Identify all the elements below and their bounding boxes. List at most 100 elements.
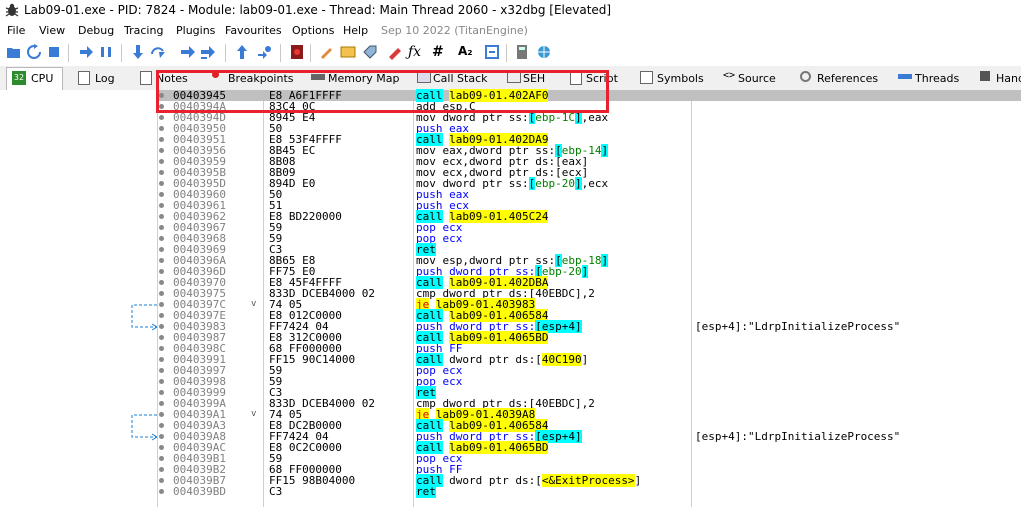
breakpoint-dot-icon[interactable] — [159, 467, 164, 472]
breakpoint-dot-icon[interactable] — [159, 324, 164, 329]
breakpoint-dot-icon[interactable] — [159, 214, 164, 219]
breakpoint-dot-icon[interactable] — [159, 269, 164, 274]
breakpoint-dot-icon[interactable] — [159, 126, 164, 131]
tab-threads[interactable]: Threads — [893, 68, 963, 88]
tab-log[interactable]: Log — [73, 68, 129, 88]
menu-file[interactable]: File — [7, 24, 26, 37]
tab-references[interactable]: References — [795, 68, 885, 88]
tab-script[interactable]: Script — [565, 68, 627, 88]
calls-icon[interactable] — [484, 44, 500, 60]
breakpoint-dot-icon[interactable] — [159, 159, 164, 164]
calculator-icon[interactable] — [514, 44, 530, 60]
breakpoint-dot-icon[interactable] — [159, 412, 164, 417]
breakpoint-dot-icon[interactable] — [159, 236, 164, 241]
breakpoint-dot-icon[interactable] — [159, 280, 164, 285]
menu-options[interactable]: Options — [292, 24, 335, 37]
trace-over-icon[interactable] — [200, 44, 216, 60]
tab-source[interactable]: <> Source — [723, 70, 776, 85]
breakpoint-dot-icon[interactable] — [159, 104, 164, 109]
trace-into-icon[interactable] — [180, 44, 196, 60]
breakpoint-dot-icon[interactable] — [159, 302, 164, 307]
tab-notes[interactable]: Notes — [135, 68, 193, 88]
breakpoint-dot-icon[interactable] — [159, 258, 164, 263]
menu-favourites[interactable]: Favourites — [225, 24, 282, 37]
tab-call-stack[interactable]: Call Stack — [412, 68, 492, 88]
breakpoint-dot-icon[interactable] — [159, 401, 164, 406]
stop-icon[interactable] — [46, 44, 62, 60]
menu-tracing[interactable]: Tracing — [124, 24, 164, 37]
tab-memory-map[interactable]: Memory Map — [306, 68, 399, 88]
breakpoint-dot-icon[interactable] — [159, 170, 164, 175]
tab-seh[interactable]: SEH — [502, 68, 554, 88]
breakpoint-dot-icon[interactable] — [159, 225, 164, 230]
breakpoint-dot-icon[interactable] — [159, 379, 164, 384]
pause-icon[interactable] — [98, 44, 114, 60]
run-icon[interactable] — [78, 44, 94, 60]
strings-icon[interactable]: A₂ — [458, 44, 473, 58]
function-icon[interactable]: ƒx — [408, 44, 422, 60]
hash-icon[interactable]: # — [432, 44, 444, 60]
run-to-user-code-icon[interactable] — [257, 44, 273, 60]
step-over-icon[interactable] — [150, 44, 166, 60]
breakpoint-dot-icon[interactable] — [159, 247, 164, 252]
breakpoint-dot-icon[interactable] — [159, 115, 164, 120]
breakpoint-dot-icon[interactable] — [159, 346, 164, 351]
bookmark-icon[interactable] — [386, 44, 402, 60]
breakpoint-dot-icon[interactable] — [159, 291, 164, 296]
breakpoint-dot-icon[interactable] — [159, 203, 164, 208]
restart-icon[interactable] — [26, 44, 42, 60]
breakpoint-dot-icon[interactable] — [159, 357, 164, 362]
menu-plugins[interactable]: Plugins — [176, 24, 216, 37]
breakpoint-dot-icon[interactable] — [159, 489, 164, 494]
breakpoint-dot-icon[interactable] — [159, 192, 164, 197]
breakpoint-dot-icon[interactable] — [159, 368, 164, 373]
execute-till-return-icon[interactable] — [234, 44, 250, 60]
menu-view[interactable]: View — [39, 24, 66, 37]
tab-symbols[interactable]: Symbols — [635, 68, 710, 88]
breakpoint-dot-icon[interactable] — [159, 423, 164, 428]
script-icon[interactable] — [289, 44, 305, 60]
breakpoint-dot-icon[interactable] — [159, 137, 164, 142]
breakpoint-dot-icon[interactable] — [159, 434, 164, 439]
label-icon[interactable] — [362, 44, 378, 60]
breakpoint-dot-icon[interactable] — [159, 93, 164, 98]
menu-help[interactable]: Help — [343, 24, 369, 37]
comment-icon[interactable] — [340, 44, 356, 60]
patch-icon[interactable] — [318, 44, 334, 60]
breakpoint-dot-icon[interactable] — [159, 313, 164, 318]
